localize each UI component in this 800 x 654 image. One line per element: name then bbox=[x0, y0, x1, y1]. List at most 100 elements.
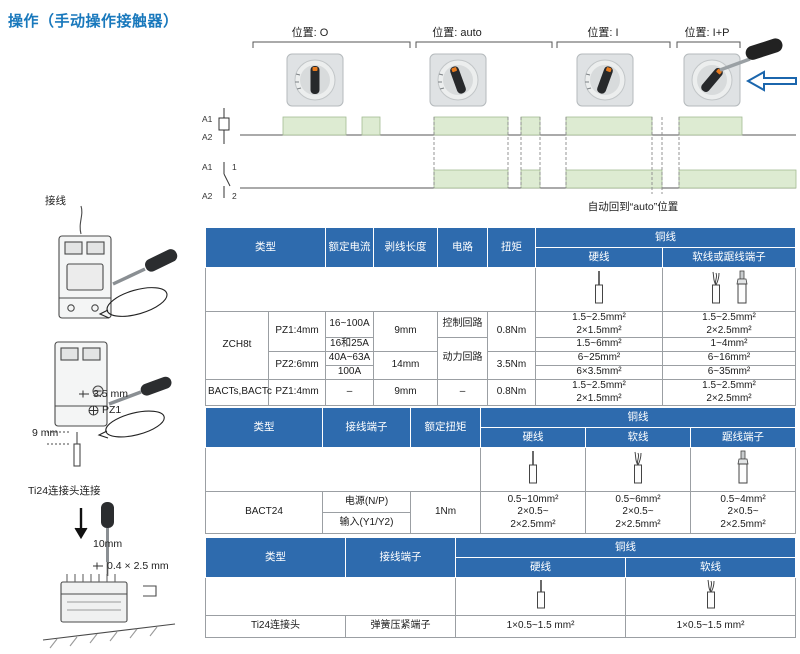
screwdriver-icon bbox=[101, 502, 114, 576]
alignment-dashes bbox=[433, 117, 680, 194]
col-header-torque: 额定扭矩 bbox=[410, 407, 481, 448]
auto-return-note: 自动回到“auto”位置 bbox=[587, 201, 679, 213]
cell-flex-wire: 1×0.5~1.5 mm² bbox=[625, 614, 796, 638]
contact-terminal2-label: 2 bbox=[232, 191, 237, 201]
contact-terminal1-label: 1 bbox=[232, 162, 237, 172]
col-header-copper: 铜线 bbox=[479, 407, 797, 428]
cell-ferrule: 0.5~4mm² 2×0.5~ 2×2.5mm² bbox=[689, 491, 797, 534]
rotate-gesture-icon bbox=[97, 410, 165, 439]
ti24-connection-label-text: Ti24连接头连接 bbox=[28, 485, 101, 497]
cell-hard-wire: 1×0.5~1.5 mm² bbox=[455, 614, 626, 638]
dim-9mm: 9 mm bbox=[32, 427, 58, 439]
col-header-type: 类型 bbox=[205, 227, 326, 268]
table-row: BACTs,BACTc PZ1:4mm – 9mm – 0.8Nm 1.5~2.… bbox=[205, 379, 796, 406]
knob-position-i[interactable] bbox=[576, 53, 634, 107]
cell-strip: 9mm bbox=[373, 379, 438, 406]
dim-9mm-text: 9 mm bbox=[32, 427, 59, 439]
contact-symbol: A1 1 A2 2 bbox=[202, 162, 237, 201]
screwdriver-icon bbox=[719, 38, 783, 72]
knob-position-auto[interactable] bbox=[429, 53, 487, 107]
cell-terminal: 弹簧压紧端子 bbox=[345, 614, 456, 638]
wiring-label-text: 接线 bbox=[45, 195, 66, 207]
cell-hard-wire: 0.5~10mm² 2×0.5~ 2×2.5mm² bbox=[480, 491, 586, 534]
table-bact24: 类型 接线端子 额定扭矩 铜线 硬线 软线 踞线端子 BACT24 电源(N/P… bbox=[205, 407, 797, 534]
cell-type: BACTs,BACTc bbox=[205, 379, 272, 406]
knob-position-ip[interactable] bbox=[683, 53, 741, 107]
ground-hatch bbox=[42, 623, 176, 649]
cell-pz: PZ2:6mm bbox=[268, 351, 326, 380]
cell-hard-wire: 1.5~2.5mm² 2×1.5mm² bbox=[535, 311, 663, 338]
knob-position-o[interactable] bbox=[286, 53, 344, 107]
cell-type: BACT24 bbox=[205, 491, 323, 534]
ferrule-icon bbox=[735, 269, 749, 310]
col-header-strip: 剥线长度 bbox=[373, 227, 438, 268]
wire-icon-row bbox=[205, 577, 796, 616]
table-row: BACT24 电源(N/P) 1Nm 0.5~10mm² 2×0.5~ 2×2.… bbox=[205, 491, 797, 534]
screwdriver-icon bbox=[112, 249, 178, 286]
col-header-flex-wire: 软线或踞线端子 bbox=[662, 247, 796, 268]
dim-10mm-text: 10mm bbox=[93, 538, 123, 550]
contact-trace bbox=[240, 169, 797, 189]
cell-current: 100A bbox=[325, 365, 374, 380]
cell-current: 16和25A bbox=[325, 337, 374, 352]
ti24-connection-label: Ti24连接头连接 bbox=[28, 483, 101, 498]
table-row: PZ2:6mm 40A~63A 14mm 3.5Nm 6~25mm² 6~16m… bbox=[206, 351, 796, 380]
clip-symbol bbox=[143, 585, 157, 597]
device-illustration-1 bbox=[58, 205, 178, 319]
contact-a1-label: A1 bbox=[202, 162, 213, 172]
push-arrow-icon bbox=[74, 508, 88, 540]
device-illustration-3 bbox=[42, 502, 176, 649]
cell-hard-wire: 6~25mm² bbox=[535, 351, 663, 366]
rotate-gesture-icon bbox=[98, 287, 168, 319]
dim-3-5mm: 3.5 mm bbox=[78, 388, 128, 400]
device-illustration-2 bbox=[47, 341, 172, 467]
flat-blade-icon bbox=[93, 562, 103, 570]
cell-circuit: – bbox=[437, 379, 488, 406]
cell-type: ZCH8t bbox=[205, 311, 269, 380]
table-row: 输入(Y1/Y2) bbox=[206, 512, 796, 534]
cell-torque: 0.8Nm bbox=[487, 311, 536, 352]
cell-strip: 9mm bbox=[373, 311, 438, 352]
table-row: ZCH8t PZ1:4mm 16~100A 9mm 控制回路 0.8Nm 1.5… bbox=[205, 311, 796, 380]
col-header-terminal: 接线端子 bbox=[322, 407, 411, 448]
solid-wire-icon bbox=[593, 269, 605, 310]
col-header-ferrule: 踞线端子 bbox=[689, 427, 797, 448]
cell-torque: 1Nm bbox=[410, 491, 481, 534]
press-arrow-icon bbox=[745, 70, 797, 92]
wiring-illustrations bbox=[42, 205, 178, 649]
coil-trace bbox=[240, 116, 796, 136]
coil-symbol: A1 A2 bbox=[202, 108, 230, 144]
cell-flex-wire: 1.5~2.5mm² 2×2.5mm² bbox=[662, 379, 796, 406]
col-header-hard-wire: 硬线 bbox=[535, 247, 663, 268]
cell-circuit: 控制回路 bbox=[437, 311, 488, 338]
dim-10mm: 10mm bbox=[93, 538, 122, 550]
col-header-copper: 铜线 bbox=[535, 227, 796, 248]
col-header-flex-wire: 软线 bbox=[625, 557, 796, 578]
solid-wire-icon bbox=[527, 449, 539, 490]
cell-pz: PZ1:4mm bbox=[268, 379, 326, 406]
cell-hard-wire: 6×3.5mm² bbox=[535, 365, 663, 380]
position-label-o: 位置: O bbox=[291, 27, 329, 39]
flex-wire-icon bbox=[631, 449, 645, 490]
table-subheader-row: 硬线 软线 踞线端子 bbox=[206, 427, 797, 448]
flat-blade-icon bbox=[79, 390, 89, 398]
table-subheader-row: 硬线 软线 bbox=[206, 557, 796, 578]
cell-hard-wire: 1.5~6mm² bbox=[535, 337, 663, 352]
cell-torque: 3.5Nm bbox=[487, 351, 536, 380]
cell-terminal-input: 输入(Y1/Y2) bbox=[322, 512, 411, 534]
cell-torque: 0.8Nm bbox=[487, 379, 536, 406]
cell-current: – bbox=[325, 379, 374, 406]
table-header-row: 类型 接线端子 额定扭矩 铜线 bbox=[205, 407, 797, 448]
col-header-hard-wire: 硬线 bbox=[480, 427, 586, 448]
cell-terminal-power: 电源(N/P) bbox=[322, 491, 411, 513]
coil-a1-label: A1 bbox=[202, 114, 213, 124]
table-ti24: 类型 接线端子 铜线 硬线 软线 Ti24连接头 弹簧压紧端子 1×0.5~1.… bbox=[205, 537, 796, 638]
col-header-flex-wire: 软线 bbox=[585, 427, 691, 448]
table-subheader-row: 硬线 软线或踞线端子 bbox=[206, 247, 796, 268]
col-header-copper: 铜线 bbox=[455, 537, 796, 558]
wire-icon-row bbox=[205, 267, 796, 312]
timing-diagram: A1 A2 A1 1 A2 2 bbox=[202, 38, 797, 201]
col-header-hard-wire: 硬线 bbox=[455, 557, 626, 578]
table-header-row: 类型 接线端子 铜线 bbox=[205, 537, 796, 578]
phillips-icon bbox=[88, 405, 99, 415]
